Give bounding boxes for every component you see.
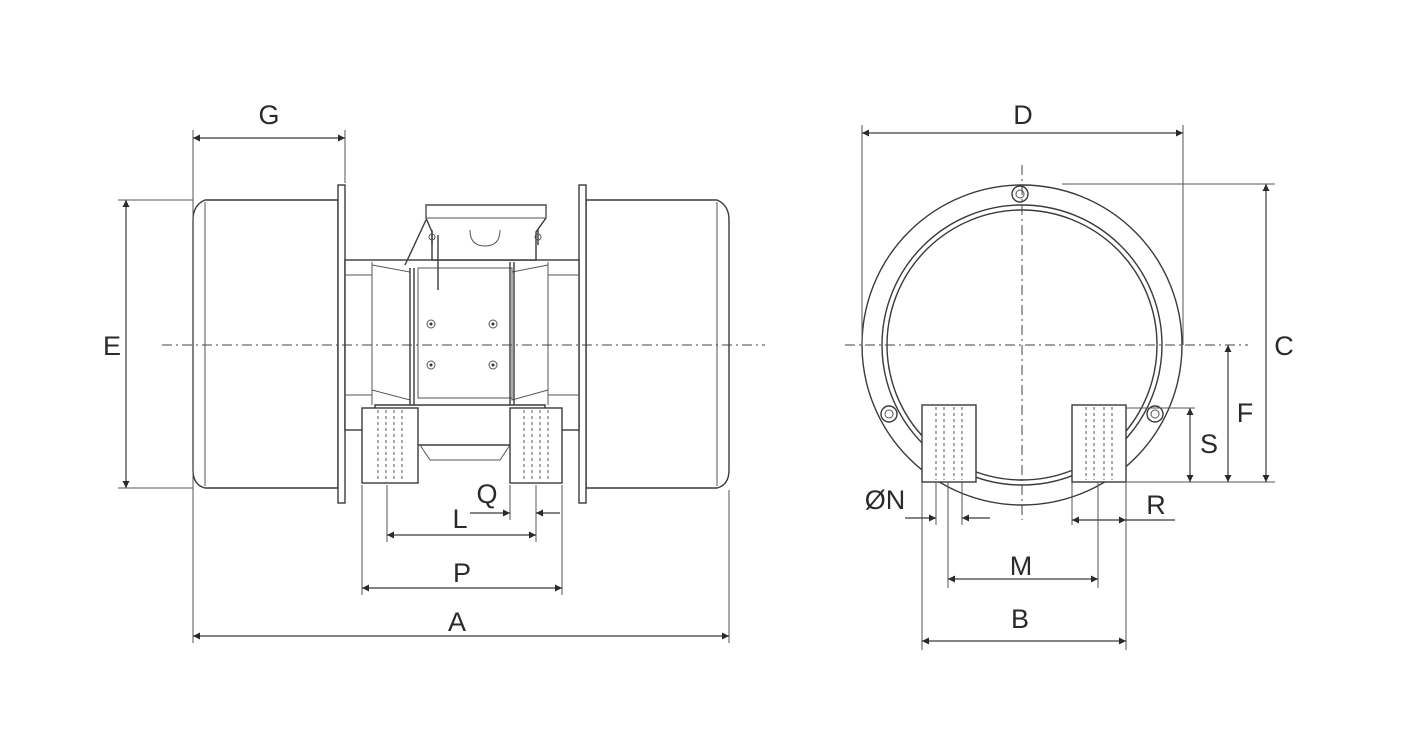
label-G: G	[258, 100, 279, 130]
label-A: A	[448, 607, 466, 637]
label-Q: Q	[476, 479, 497, 509]
label-L: L	[452, 504, 467, 534]
terminal-box	[425, 204, 547, 261]
label-C: C	[1274, 331, 1294, 361]
right-foot	[509, 407, 563, 484]
left-foot	[361, 407, 419, 484]
right-end-cover	[585, 199, 730, 489]
label-M: M	[1010, 551, 1033, 581]
flange-bolts	[880, 185, 1164, 423]
left-end-cover	[192, 199, 339, 489]
label-S: S	[1200, 429, 1218, 459]
end-view-left-foot	[921, 404, 977, 483]
label-N: ØN	[865, 485, 906, 515]
end-view-right-foot	[1071, 404, 1127, 483]
label-P: P	[453, 558, 471, 588]
label-R: R	[1146, 490, 1166, 520]
label-D: D	[1013, 100, 1033, 130]
label-F: F	[1237, 398, 1254, 428]
left-flange	[337, 184, 346, 504]
housing-screws	[426, 319, 498, 370]
label-B: B	[1011, 604, 1029, 634]
label-E: E	[103, 331, 121, 361]
end-view: D C F S B M ØN R	[845, 100, 1294, 650]
right-flange	[578, 184, 587, 504]
side-view: G E A P L Q	[103, 100, 765, 643]
